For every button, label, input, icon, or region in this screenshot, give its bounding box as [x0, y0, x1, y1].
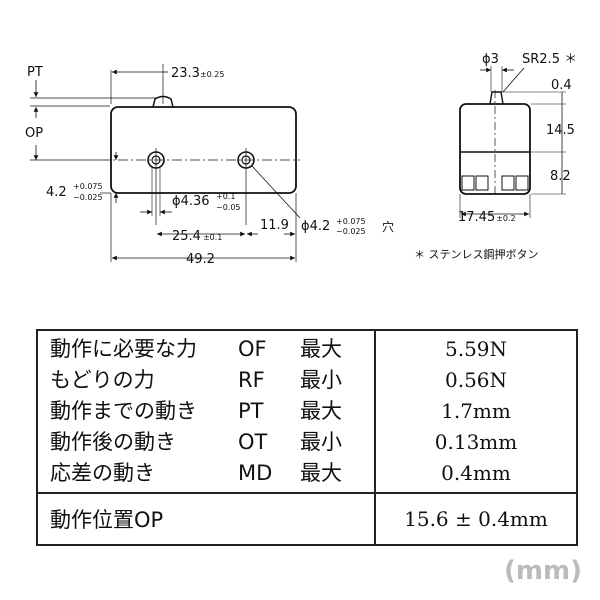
dim-0-4: 0.4 — [551, 78, 572, 93]
tol-4-2-plus: +0.075 — [73, 182, 103, 191]
op-value: 15.6 ± 0.4mm — [375, 492, 577, 545]
dim-23-3: 23.3±0.25 — [171, 66, 224, 81]
dim-4-2-vertical: 4.2 — [46, 185, 67, 200]
dim-14-5: 14.5 — [546, 123, 575, 138]
hole-tol-plus: +0.075 — [336, 217, 366, 226]
stainless-note: ＊ ステンレス鋼押ボタン — [414, 247, 539, 261]
dim-11-9: 11.9 — [260, 218, 289, 233]
op-label: OP — [25, 126, 43, 141]
hole-tol-minus: −0.025 — [336, 227, 366, 236]
side-view: ϕ3 SR2.5 ＊ 0.4 14.5 8.2 17.45±0.2 ＊ ステンレ… — [414, 52, 577, 261]
switch-body — [110, 106, 297, 194]
op-row: 動作位置OP 15.6 ± 0.4mm — [37, 492, 577, 545]
side-plunger — [489, 91, 504, 105]
spec-value: 0.56N — [444, 368, 508, 392]
spec-value: 5.59N — [444, 337, 508, 361]
tol-4-2-minus: −0.025 — [73, 193, 103, 202]
hole-label: ϕ4.2 — [301, 219, 330, 234]
unit-label: (mm) — [504, 556, 582, 586]
pt-label: PT — [27, 65, 43, 80]
spec-value: 1.7mm — [441, 399, 511, 423]
dim-phi3: ϕ3 — [482, 52, 499, 67]
dim-25-4: 25.4±0.1 — [172, 229, 222, 244]
dim-17-45: 17.45±0.2 — [458, 210, 516, 225]
dimension-drawing: PT OP 23.3±0.25 4.2 +0.075 −0.025 ϕ4.36 … — [25, 52, 577, 267]
front-view: PT OP 23.3±0.25 4.2 +0.075 −0.025 ϕ4.36 … — [25, 64, 394, 267]
hole-suffix: 穴 — [382, 219, 394, 234]
tol-4-36-minus: −0.05 — [216, 203, 241, 212]
dim-8-2: 8.2 — [550, 169, 571, 184]
dim-49-2: 49.2 — [186, 252, 215, 267]
dim-4-36: ϕ4.36 — [172, 194, 210, 209]
spec-value: 0.13mm — [434, 430, 518, 454]
spec-value: 0.4mm — [441, 461, 511, 485]
dim-sr2-5: SR2.5 ＊ — [522, 52, 577, 67]
tol-4-36-plus: +0.1 — [216, 192, 235, 201]
